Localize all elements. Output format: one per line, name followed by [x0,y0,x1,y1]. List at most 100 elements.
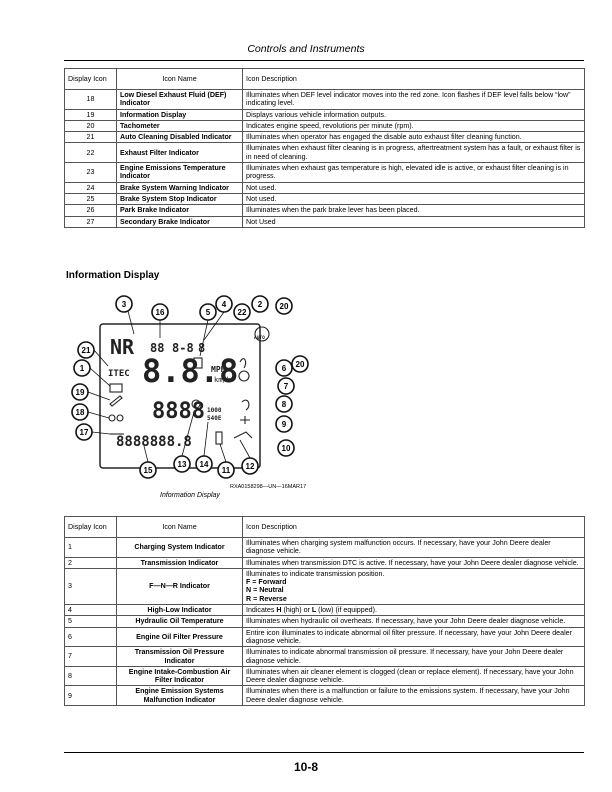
icon-table-1: Display Icon Icon Name Icon Description … [64,68,585,228]
cell-icon-description: Not Used [242,215,585,228]
cell-icon-description: Illuminates when the park brake lever ha… [242,204,585,217]
kmh-label: km/h [214,376,231,384]
cell-icon-name: Hydraulic Oil Temperature [116,615,243,628]
callout-label-2: 2 [258,300,263,309]
emissions-icon [240,416,250,424]
cell-icon-description: Illuminates when air cleaner element is … [242,665,585,687]
callout-label-10: 10 [282,444,291,453]
callout-label-20-top: 20 [280,302,289,311]
callout-circle-8 [275,395,293,413]
page-number: 10-8 [293,760,319,774]
cell-icon-name: Transmission Indicator [116,556,243,569]
fnr-neutral: N = Neutral [246,586,284,595]
cell-icon-name: Brake System Warning Indicator [116,181,243,194]
leader-line-15 [143,445,149,463]
cell-icon-description: Illuminates to indicate abnormal transmi… [242,646,585,667]
leader-line-4 [203,311,225,341]
callout-circle-20 [291,355,309,373]
callout-label-5: 5 [206,308,211,317]
cell-icon-number: 7 [64,646,117,667]
desc-part: Indicates [246,606,277,615]
callout-circle-10 [277,439,295,457]
pto-1000-label: 1000 [207,407,222,414]
def-level-icon [109,395,123,407]
section-title-information-display: Information Display [66,270,160,281]
cell-icon-description: Illuminates when hydraulic oil overheats… [242,615,585,628]
information-display-figure: NR ITEC 8.8.8 MPH km/h 8-8 88 8 8888 100… [64,294,324,479]
col-header-display-icon: Display Icon [64,516,117,538]
callout-label-20: 20 [296,360,305,369]
cell-icon-name: Tachometer [116,119,243,133]
fnr-description: Illuminates to indicate transmission pos… [246,569,385,578]
oil-pressure-icon [238,370,250,382]
cell-icon-name: Engine Emissions Temperature Indicator [116,162,243,183]
cell-icon-name: Transmission Oil Pressure Indicator [116,646,243,667]
desc-part: (high) or [281,606,312,615]
cell-icon-description: Illuminates when DEF level indicator mov… [242,89,585,110]
icon-table-2: Display Icon Icon Name Icon Description … [64,516,585,707]
callout-label-16: 16 [156,308,165,317]
cell-icon-number: 5 [64,615,117,628]
cell-icon-name: Charging System Indicator [116,537,243,558]
cell-icon-name: High-Low Indicator [116,604,243,617]
cell-icon-name: Engine Emission Systems Malfunction Indi… [116,685,243,707]
cell-icon-number: 1 [64,537,117,558]
col-header-display-icon: Display Icon [64,68,117,90]
exhaust-filter-auto-icon [254,326,270,342]
cell-icon-description: Displays various vehicle information out… [242,108,585,121]
table-header-row: Display Icon Icon Name Icon Description [64,516,585,538]
oil-drop-icon [239,358,247,369]
cell-icon-number: 24 [64,181,117,194]
cell-icon-number: 25 [64,192,117,206]
callout-label-6: 6 [282,364,287,373]
cell-icon-description: Entire icon illuminates to indicate abno… [242,626,585,648]
figure-code: RXA0158298—UN—16MAR17 [230,484,307,490]
park-brake-icon-right [116,414,124,422]
col-header-icon-description: Icon Description [242,68,585,90]
cell-icon-name: Secondary Brake Indicator [116,215,243,228]
cell-icon-number: 22 [64,142,117,164]
cell-icon-number: 27 [64,215,117,228]
park-brake-icon-left [108,414,116,422]
callout-label-18: 18 [76,408,85,417]
pto-540e-label: 540E [207,415,222,422]
lcd-diagram: NR ITEC 8.8.8 MPH km/h 8-8 88 8 8888 100… [71,295,309,479]
callout-label-11: 11 [222,466,231,475]
callout-label-13: 13 [178,460,187,469]
callout-label-1: 1 [80,364,85,373]
leader-line-13 [181,411,195,457]
cell-icon-number: 3 [64,567,117,606]
intake-filter-icon [241,399,250,411]
cell-icon-name: Engine Intake-Combustion Air Filter Indi… [116,665,243,687]
footer-rule [64,752,584,753]
leader-line-14 [203,421,209,457]
leader-line-1 [89,367,111,387]
callout-circle-2 [251,295,269,313]
itec-icon-label: ITEC [108,369,130,379]
leader-line-11 [219,443,227,463]
leader-line-5 [199,319,209,357]
callout-label-3: 3 [122,300,127,309]
cell-icon-number: 8 [64,665,117,687]
odometer-digits: 8888888.8 [116,434,192,450]
table-header-row: Display Icon Icon Name Icon Description [64,68,585,90]
speed-digits: 8.8.8 [142,352,238,390]
callout-label-14: 14 [200,460,209,469]
callout-label-4: 4 [222,300,227,309]
cell-icon-number: 21 [64,131,117,144]
callout-group [71,295,309,479]
callout-circle-3 [115,295,133,313]
callout-circle-22 [233,303,251,321]
fnr-display: NR [110,335,135,359]
cell-icon-description: Not used. [242,192,585,206]
fnr-reverse: R = Reverse [246,594,287,603]
